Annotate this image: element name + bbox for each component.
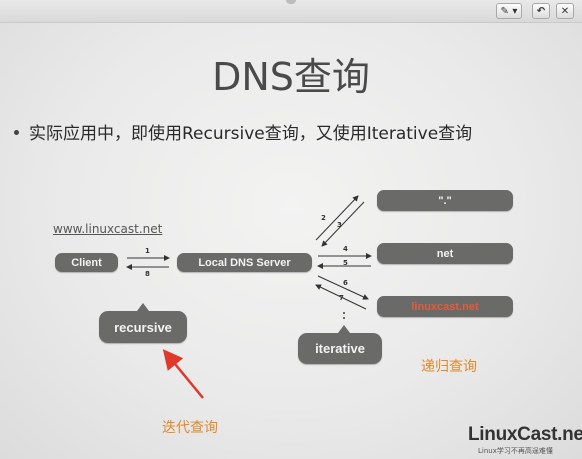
bullet-point: 实际应用中，即使用Recursive查询，又使用Iterative查询 xyxy=(14,119,472,144)
linuxcast-logo: LinuxCast.net xyxy=(468,424,582,445)
annotation-recursive-cn: 迭代查询 xyxy=(162,420,218,436)
iterative-callout-pointer xyxy=(338,325,350,333)
top-bar-notch xyxy=(286,0,296,4)
arrow-step-7 xyxy=(315,284,367,310)
close-button[interactable]: ✕ xyxy=(556,3,574,19)
step-label-2: 2 xyxy=(321,214,326,222)
red-annotation-arrow xyxy=(162,349,204,399)
website-url: www.linuxcast.net xyxy=(53,222,163,236)
local-dns-server-node: Local DNS Server xyxy=(177,253,312,272)
logo-tagline: Linux学习不再高逞难懂 xyxy=(478,447,553,455)
step-label-6: 6 xyxy=(343,279,348,287)
iterative-callout: iterative xyxy=(298,333,382,364)
step-label-3: 3 xyxy=(337,221,342,229)
annotation-iterative-cn: 递归查询 xyxy=(421,359,477,375)
top-bar: ✎ ▾ ↶ ✕ xyxy=(0,0,582,23)
step-label-1: 1 xyxy=(145,247,150,255)
linuxcast-server-node: linuxcast.net xyxy=(377,296,513,317)
arrow-step-6 xyxy=(317,275,369,300)
bullet-dot-icon xyxy=(14,129,19,135)
recursive-callout-pointer xyxy=(137,303,149,311)
client-node: Client xyxy=(55,253,118,272)
step-label-4: 4 xyxy=(343,245,348,253)
bullet-text: 实际应用中，即使用Recursive查询，又使用Iterative查询 xyxy=(29,124,473,144)
pen-tool-button[interactable]: ✎ ▾ xyxy=(496,3,522,19)
recursive-callout: recursive xyxy=(99,311,187,343)
undo-button[interactable]: ↶ xyxy=(532,3,550,19)
net-server-node: net xyxy=(377,243,513,264)
arrow-step-3 xyxy=(321,201,365,247)
arrow-step-2 xyxy=(315,195,359,241)
linuxcast-server-label: linuxcast.net xyxy=(411,300,479,313)
step-label-8: 8 xyxy=(145,270,150,278)
step-label-5: 5 xyxy=(343,259,348,267)
step-label-7: 7 xyxy=(339,294,344,302)
slide-title: DNS查询 xyxy=(212,55,370,99)
root-server-node: "." xyxy=(377,190,513,211)
